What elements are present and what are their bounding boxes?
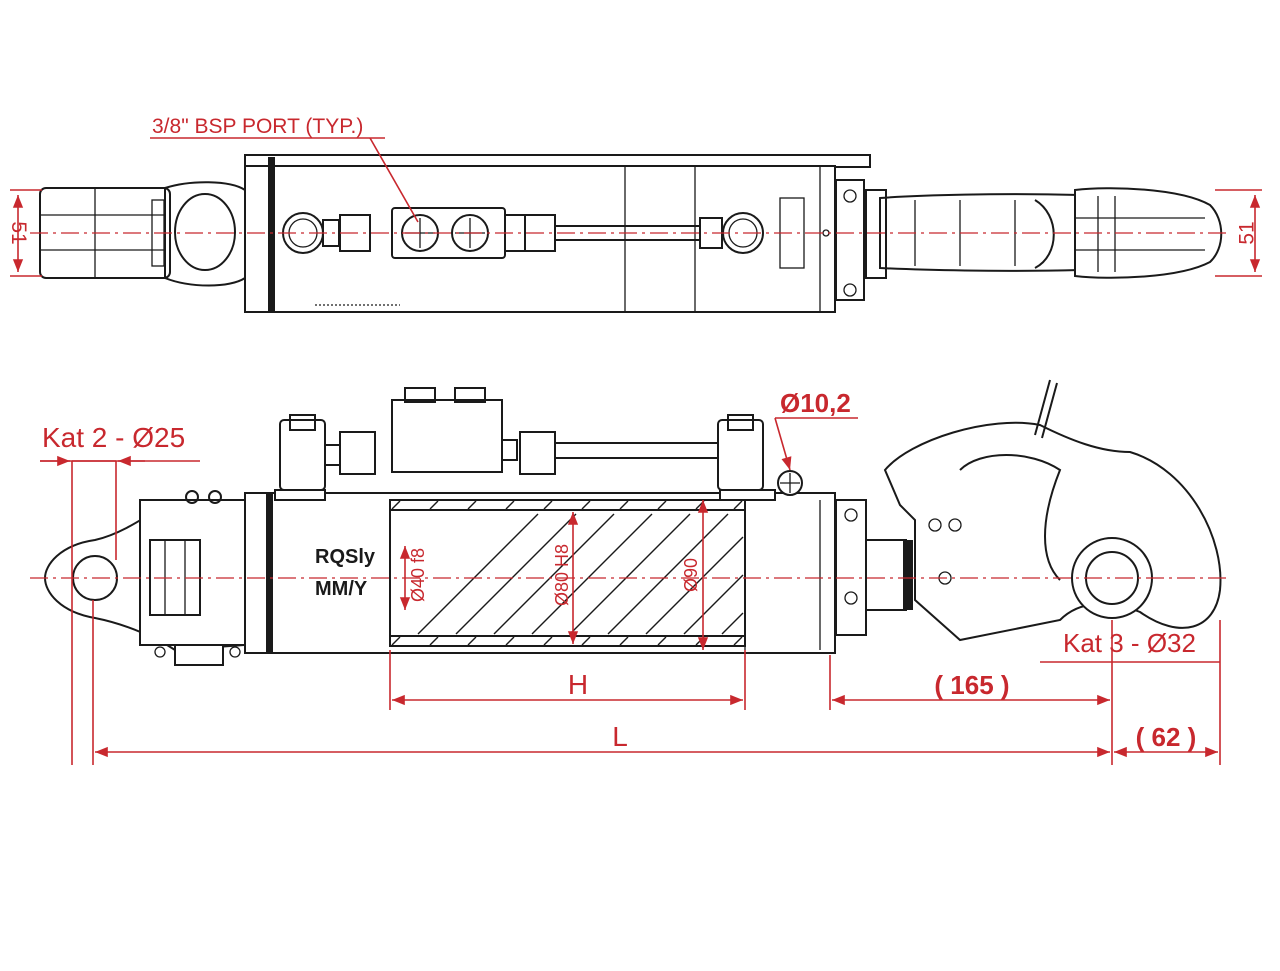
side-view: RQSly MM/Y Ø40 f8 Ø80 H8 Ø90 Kat 2 - Ø25… [30,379,1230,765]
hatch-line [569,513,691,635]
width-dim-right: 51 [1236,221,1259,244]
side-cylinder-barrel [244,489,836,654]
kat3-label: Kat 3 - Ø32 [1063,628,1196,658]
rod-diameter: Ø40 f8 [408,548,428,602]
hatch-line [505,636,515,646]
kat2-label: Kat 2 - Ø25 [42,422,185,453]
width-dim-left: 51 [7,221,30,244]
hatch-line [543,636,553,646]
top-left-clevis [39,181,246,287]
hook-offset-label: ( 62 ) [1136,722,1197,752]
hatch-line [733,636,743,646]
hatch-line [391,636,401,646]
overall-length-label: L [612,721,628,752]
port-note: 3/8" BSP PORT (TYP.) [152,115,363,138]
hatch-line [467,636,477,646]
bore-diameter: Ø80 H8 [552,544,572,606]
stroke-label: H [568,669,588,700]
hatch-line [429,636,439,646]
hatch-line [619,500,629,510]
side-hook-end [835,379,1222,642]
model-marking: MM/Y [315,578,368,600]
hatch-line [493,513,615,635]
brand-marking: RQSly [315,546,376,568]
top-view: 3/8" BSP PORT (TYP.) 51 51 [7,115,1262,313]
hatch-line [683,574,744,635]
hatch-line [455,513,577,635]
hatch-line [581,500,591,510]
hatch-line [543,500,553,510]
hatch-line [645,536,744,635]
hatch-line [417,513,539,635]
hook-length-label: ( 165 ) [934,670,1009,700]
top-hook-end [835,179,1223,301]
top-seal-ring [268,157,275,312]
hatch-line [619,636,629,646]
tube-diameter: Ø90 [681,558,701,592]
hatch-line [391,500,401,510]
hatch-line [531,513,653,635]
hatch-line [657,636,667,646]
side-seal-ring [266,493,273,653]
hatch-line [721,612,744,635]
hatch-line [505,500,515,510]
side-left-eye [43,490,246,666]
hatch-line [657,500,667,510]
hatch-line [581,636,591,646]
hole-diameter-label: Ø10,2 [780,388,851,418]
side-hydraulic-line [279,387,803,496]
hatch-line [429,500,439,510]
hatch-line [467,500,477,510]
port-leader [369,137,419,223]
hatch-line [733,500,743,510]
